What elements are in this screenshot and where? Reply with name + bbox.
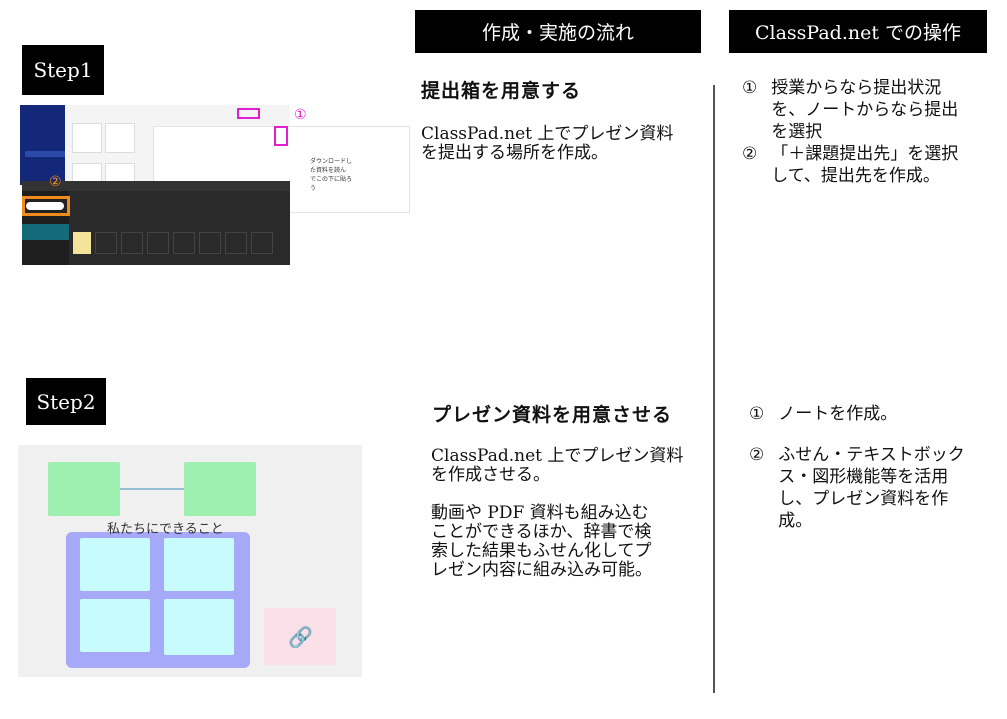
num: ① xyxy=(749,404,765,424)
num: ② xyxy=(742,144,758,164)
op-line: ス・図形機能等を活用 xyxy=(778,467,949,487)
step1-label: Step1 xyxy=(22,45,104,95)
step2-screenshot: 私たちにできること 🔗 xyxy=(18,445,362,677)
step1-ops: ① 授業からなら提出状況を、ノートからなら提出を選択 ② 「＋課題提出先」を選択して… xyxy=(742,77,958,187)
step2-body: ClassPad.net 上でプレゼン資料 を作成させる。 動画や PDF 資料… xyxy=(431,447,683,580)
op-line: 成。 xyxy=(778,511,813,531)
marker-2: ② xyxy=(49,174,62,190)
divider xyxy=(713,85,715,693)
step1-title: 提出箱を用意する xyxy=(421,80,582,102)
op-line: 授業からなら提出状況 xyxy=(771,78,942,98)
op-line: を、ノートからなら提出 xyxy=(771,100,959,120)
op-line: 「＋課題提出先」を選択 xyxy=(771,144,959,164)
ops-header: ClassPad.net での操作 xyxy=(729,10,987,53)
num: ① xyxy=(742,78,758,98)
op-line: ノートを作成。 xyxy=(778,404,898,424)
step1-screenshot: ① ダウンロードした資料を読んでこの下に貼ろう ② xyxy=(20,105,410,265)
body-line: 動画や PDF 資料も組み込む xyxy=(431,503,649,523)
op-line: ふせん・テキストボック xyxy=(778,445,965,465)
op-line: を選択 xyxy=(771,122,823,142)
num: ② xyxy=(749,445,765,465)
board-heading: 私たちにできること xyxy=(107,522,224,537)
op-line: して、提出先を作成。 xyxy=(771,166,940,186)
step2-title: プレゼン資料を用意させる xyxy=(432,404,673,426)
body-line: ことができるほか、辞書で検 xyxy=(431,522,652,542)
body-line: 索した結果もふせん化してプ xyxy=(431,541,652,561)
body-line: ClassPad.net 上でプレゼン資料 xyxy=(431,446,684,466)
right-panel-text: ダウンロードした資料を読んでこの下に貼ろう xyxy=(310,158,353,192)
step2-label: Step2 xyxy=(26,378,106,425)
marker-1: ① xyxy=(294,107,307,123)
link-icon: 🔗 xyxy=(288,625,313,649)
flow-header: 作成・実施の流れ xyxy=(415,10,701,53)
body-line: を提出する場所を作成。 xyxy=(421,143,608,163)
body-line: レゼン内容に組み込み可能。 xyxy=(431,560,652,580)
body-line: ClassPad.net 上でプレゼン資料 xyxy=(421,124,674,144)
step2-ops: ① ノートを作成。 ② ふせん・テキストボックス・図形機能等を活用し、プレゼン資料を… xyxy=(749,403,965,532)
step1-body: ClassPad.net 上でプレゼン資料 を提出する場所を作成。 xyxy=(421,125,673,163)
body-line: を作成させる。 xyxy=(431,465,550,485)
op-line: し、プレゼン資料を作 xyxy=(778,489,949,509)
